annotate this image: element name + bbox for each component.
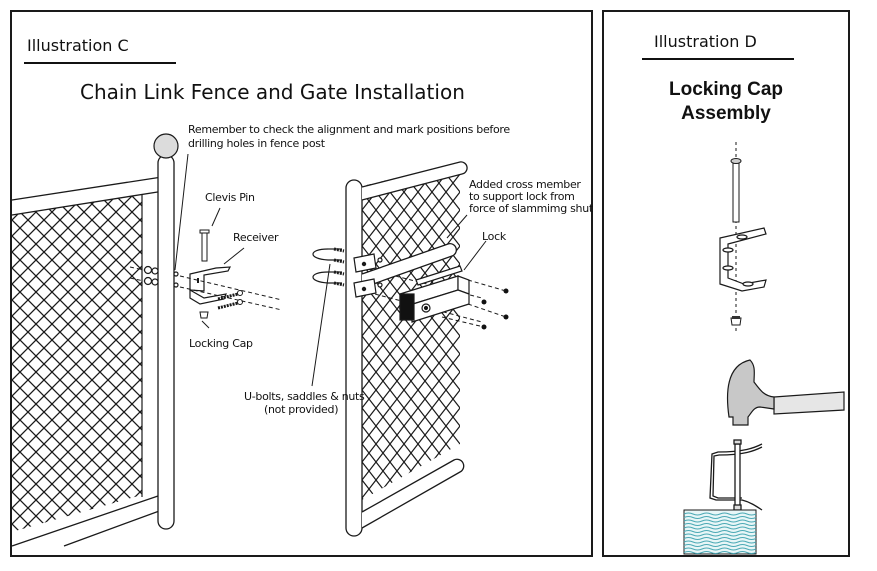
- wood-grain-line: [683, 551, 757, 554]
- gate-post: [345, 179, 363, 537]
- illustration-d-rule: [642, 58, 794, 60]
- callout-locking-cap: Locking Cap: [189, 337, 253, 350]
- illustration-d-panel: Illustration D Locking Cap Assembly: [602, 10, 850, 557]
- wood-grain-line: [683, 544, 757, 547]
- wood-grain-line: [683, 537, 757, 540]
- right-chain-link-mesh: [362, 162, 460, 500]
- callout-ubolts-line2: (not provided): [264, 403, 339, 416]
- callout-ubolts-line1: U-bolts, saddles & nuts: [244, 390, 365, 403]
- hammer-icon: [726, 359, 845, 426]
- illustration-c-rule: [24, 62, 176, 64]
- wood-grain-line: [683, 540, 757, 544]
- callout-receiver: Receiver: [233, 231, 279, 244]
- wood-grain-line: [683, 523, 757, 526]
- wood-grain-line: [683, 533, 757, 537]
- title-line2: Assembly: [681, 103, 771, 124]
- callout-alignment-line2: drilling holes in fence post: [188, 137, 325, 150]
- callout-alignment-line1: Remember to check the alignment and mark…: [188, 123, 510, 136]
- illustration-d-label: Illustration D: [654, 32, 757, 51]
- illustration-c-panel: Illustration C Chain Link Fence and Gate…: [10, 10, 593, 557]
- wood-grain-line: [683, 526, 757, 530]
- post-nuts: [143, 265, 179, 288]
- hammer-head: [726, 359, 775, 426]
- u-bolts: [312, 247, 345, 287]
- clevis-pin-d: [730, 158, 742, 223]
- title-line1: Locking Cap: [668, 79, 783, 100]
- alignment-lines-lock: [441, 279, 507, 328]
- callout-clevis-pin: Clevis Pin: [205, 191, 255, 204]
- alignment-lines-left: [129, 266, 283, 311]
- callout-lock: Lock: [482, 230, 506, 243]
- gate-bottom-rail: [361, 458, 465, 529]
- wood-grain-line: [683, 512, 757, 516]
- wood-grain-line: [683, 516, 757, 519]
- left-chain-link-mesh: [12, 180, 143, 532]
- gate-cross-member: [361, 243, 457, 289]
- lock-assembly: [398, 265, 470, 323]
- illustration-c-title: Chain Link Fence and Gate Installation: [80, 80, 465, 104]
- locking-cap-part: [199, 311, 209, 319]
- receiver-bracket-d: [719, 227, 767, 292]
- clamp-assembly: [709, 439, 763, 511]
- hammer-handle: [773, 391, 845, 415]
- wood-grain-line: [683, 519, 757, 523]
- saddles: [353, 253, 383, 298]
- fence-gate-drawing: [11, 133, 509, 547]
- callout-cross-member-line2: to support lock from: [469, 190, 575, 203]
- fence-post: [153, 133, 179, 530]
- locking-cap-drawing: [683, 142, 845, 555]
- illustration-c-label: Illustration C: [27, 36, 129, 55]
- lock-nuts: [481, 288, 509, 330]
- wood-grain-line: [683, 530, 757, 533]
- callout-cross-member-line3: force of slammimg shut: [469, 202, 593, 215]
- wood-block: [683, 509, 757, 555]
- callout-cross-member-line1: Added cross member: [469, 178, 581, 191]
- gate-top-rail: [361, 161, 468, 201]
- receiver-bolts: [217, 290, 243, 310]
- illustration-d-title: Locking Cap Assembly: [604, 78, 848, 126]
- callout-leaders: [174, 153, 487, 387]
- post-cap-icon: [153, 133, 179, 159]
- receiver-bracket: [189, 266, 232, 305]
- wood-grain-line: [683, 547, 757, 551]
- clevis-pin: [199, 229, 210, 262]
- locking-cap-d: [730, 316, 742, 326]
